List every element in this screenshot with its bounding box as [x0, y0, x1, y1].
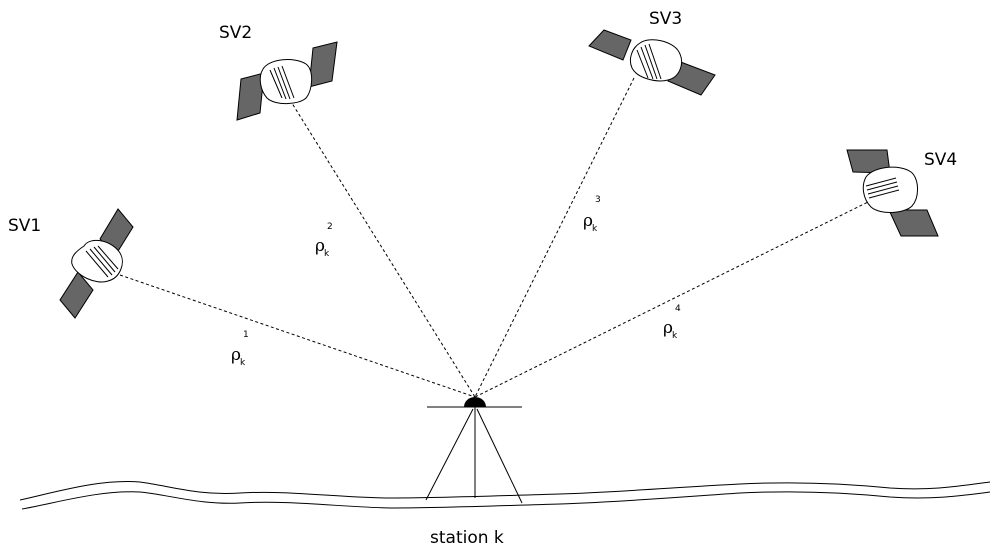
solar-panel: [588, 29, 632, 61]
satellite-body: [259, 59, 313, 105]
range-label-sv1: ρ k 1: [231, 330, 249, 368]
svg-text:2: 2: [327, 222, 333, 232]
tripod-leg: [476, 408, 523, 504]
svg-text:3: 3: [595, 195, 601, 205]
satellite-sv3: [588, 29, 716, 96]
range-label-sv3: ρ k 3: [583, 195, 601, 234]
satellite-body: [629, 39, 682, 82]
sv2-label: SV2: [219, 23, 252, 43]
satellite-sv2: [236, 41, 338, 121]
range-line-sv2: [289, 99, 476, 398]
ground-line: [21, 491, 991, 510]
solar-panel: [59, 271, 94, 319]
solar-panel: [236, 72, 265, 121]
range-line-sv4: [474, 199, 873, 398]
solar-panel: [308, 41, 338, 88]
sv4-label: SV4: [924, 150, 957, 170]
svg-text:4: 4: [675, 304, 681, 314]
solar-panel: [888, 209, 939, 237]
svg-text:k: k: [324, 249, 330, 259]
satellite-body: [862, 166, 918, 213]
svg-text:ρ: ρ: [231, 345, 241, 365]
tripod-leg: [425, 408, 474, 501]
svg-text:1: 1: [243, 330, 249, 340]
svg-text:ρ: ρ: [663, 318, 673, 338]
ground-line: [19, 481, 991, 501]
svg-text:ρ: ρ: [315, 236, 325, 256]
svg-text:k: k: [592, 224, 598, 234]
sv1-label: SV1: [8, 216, 41, 236]
svg-text:k: k: [240, 358, 246, 368]
sv3-label: SV3: [649, 9, 682, 29]
antenna-dome: [464, 397, 486, 407]
station-label: station k: [430, 528, 504, 548]
satellite-sv4: [846, 149, 939, 237]
svg-text:k: k: [672, 331, 678, 341]
range-line-sv3: [474, 77, 635, 398]
svg-text:ρ: ρ: [583, 211, 593, 231]
satellite-sv1: [59, 208, 134, 319]
tripod-receiver: [425, 397, 523, 504]
range-label-sv2: ρ k 2: [315, 222, 333, 259]
range-label-sv4: ρ k 4: [663, 304, 681, 341]
range-line-sv1: [119, 274, 476, 398]
